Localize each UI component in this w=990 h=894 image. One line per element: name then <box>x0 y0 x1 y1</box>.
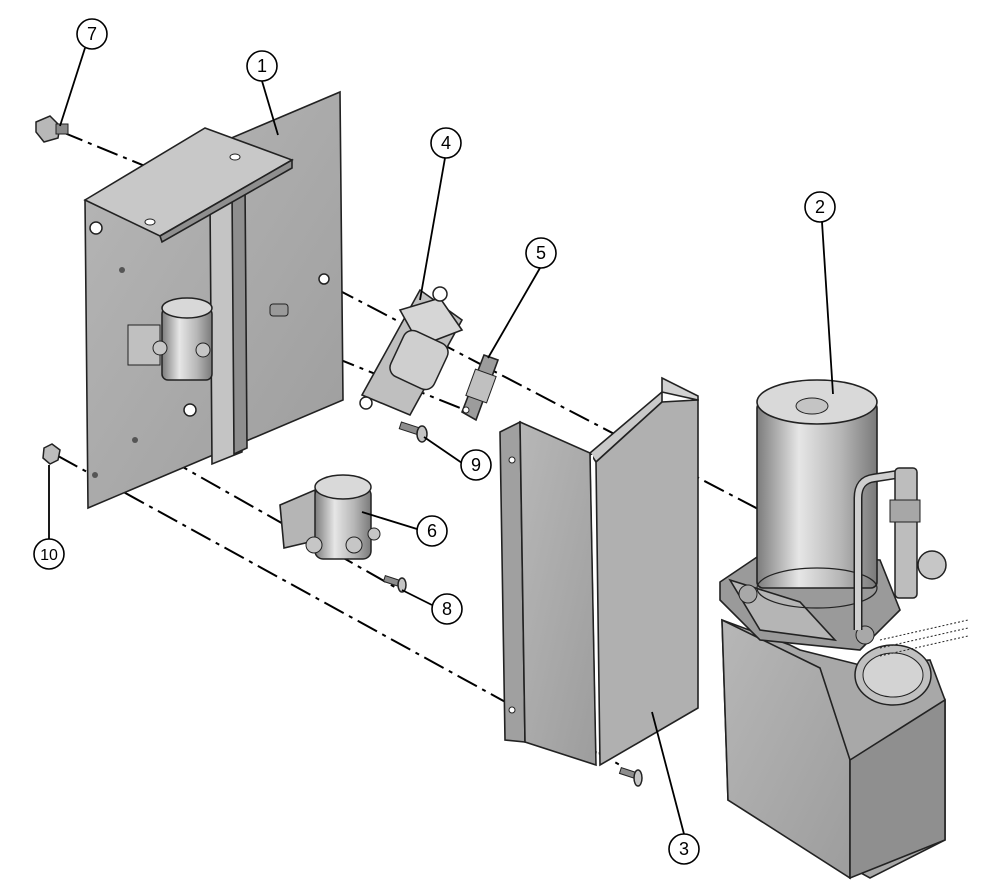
callout-8: 8 <box>431 593 463 625</box>
mounting-plate-part-1 <box>83 90 344 510</box>
callout-4: 4 <box>430 127 462 159</box>
solenoid-part-6 <box>279 474 381 560</box>
svg-text:2: 2 <box>815 197 825 217</box>
callout-5: 5 <box>525 237 557 269</box>
svg-text:1: 1 <box>257 56 267 76</box>
nut-part-10 <box>42 443 61 465</box>
svg-text:4: 4 <box>441 133 451 153</box>
callout-9: 9 <box>460 449 492 481</box>
circuit-breaker-part-4 <box>359 286 464 417</box>
svg-text:6: 6 <box>427 521 437 541</box>
svg-text:10: 10 <box>40 547 58 564</box>
callout-3: 3 <box>668 833 700 865</box>
svg-text:7: 7 <box>87 24 97 44</box>
svg-text:3: 3 <box>679 839 689 859</box>
screw-cover <box>618 767 643 787</box>
screw-part-9 <box>398 421 428 443</box>
power-unit-part-2 <box>719 379 969 880</box>
screw-part-8 <box>382 575 407 593</box>
svg-text:9: 9 <box>471 455 481 475</box>
callout-leaders <box>48 47 834 835</box>
callout-1: 1 <box>246 50 278 82</box>
callout-7: 7 <box>76 18 108 50</box>
svg-text:8: 8 <box>442 599 452 619</box>
svg-text:5: 5 <box>536 243 546 263</box>
bolt-part-7 <box>35 115 69 143</box>
fuse-clip-part-5 <box>461 353 500 422</box>
cover-part-3 <box>499 376 699 767</box>
callout-2: 2 <box>804 191 836 223</box>
callout-6: 6 <box>416 515 448 547</box>
callout-10: 10 <box>33 538 65 570</box>
